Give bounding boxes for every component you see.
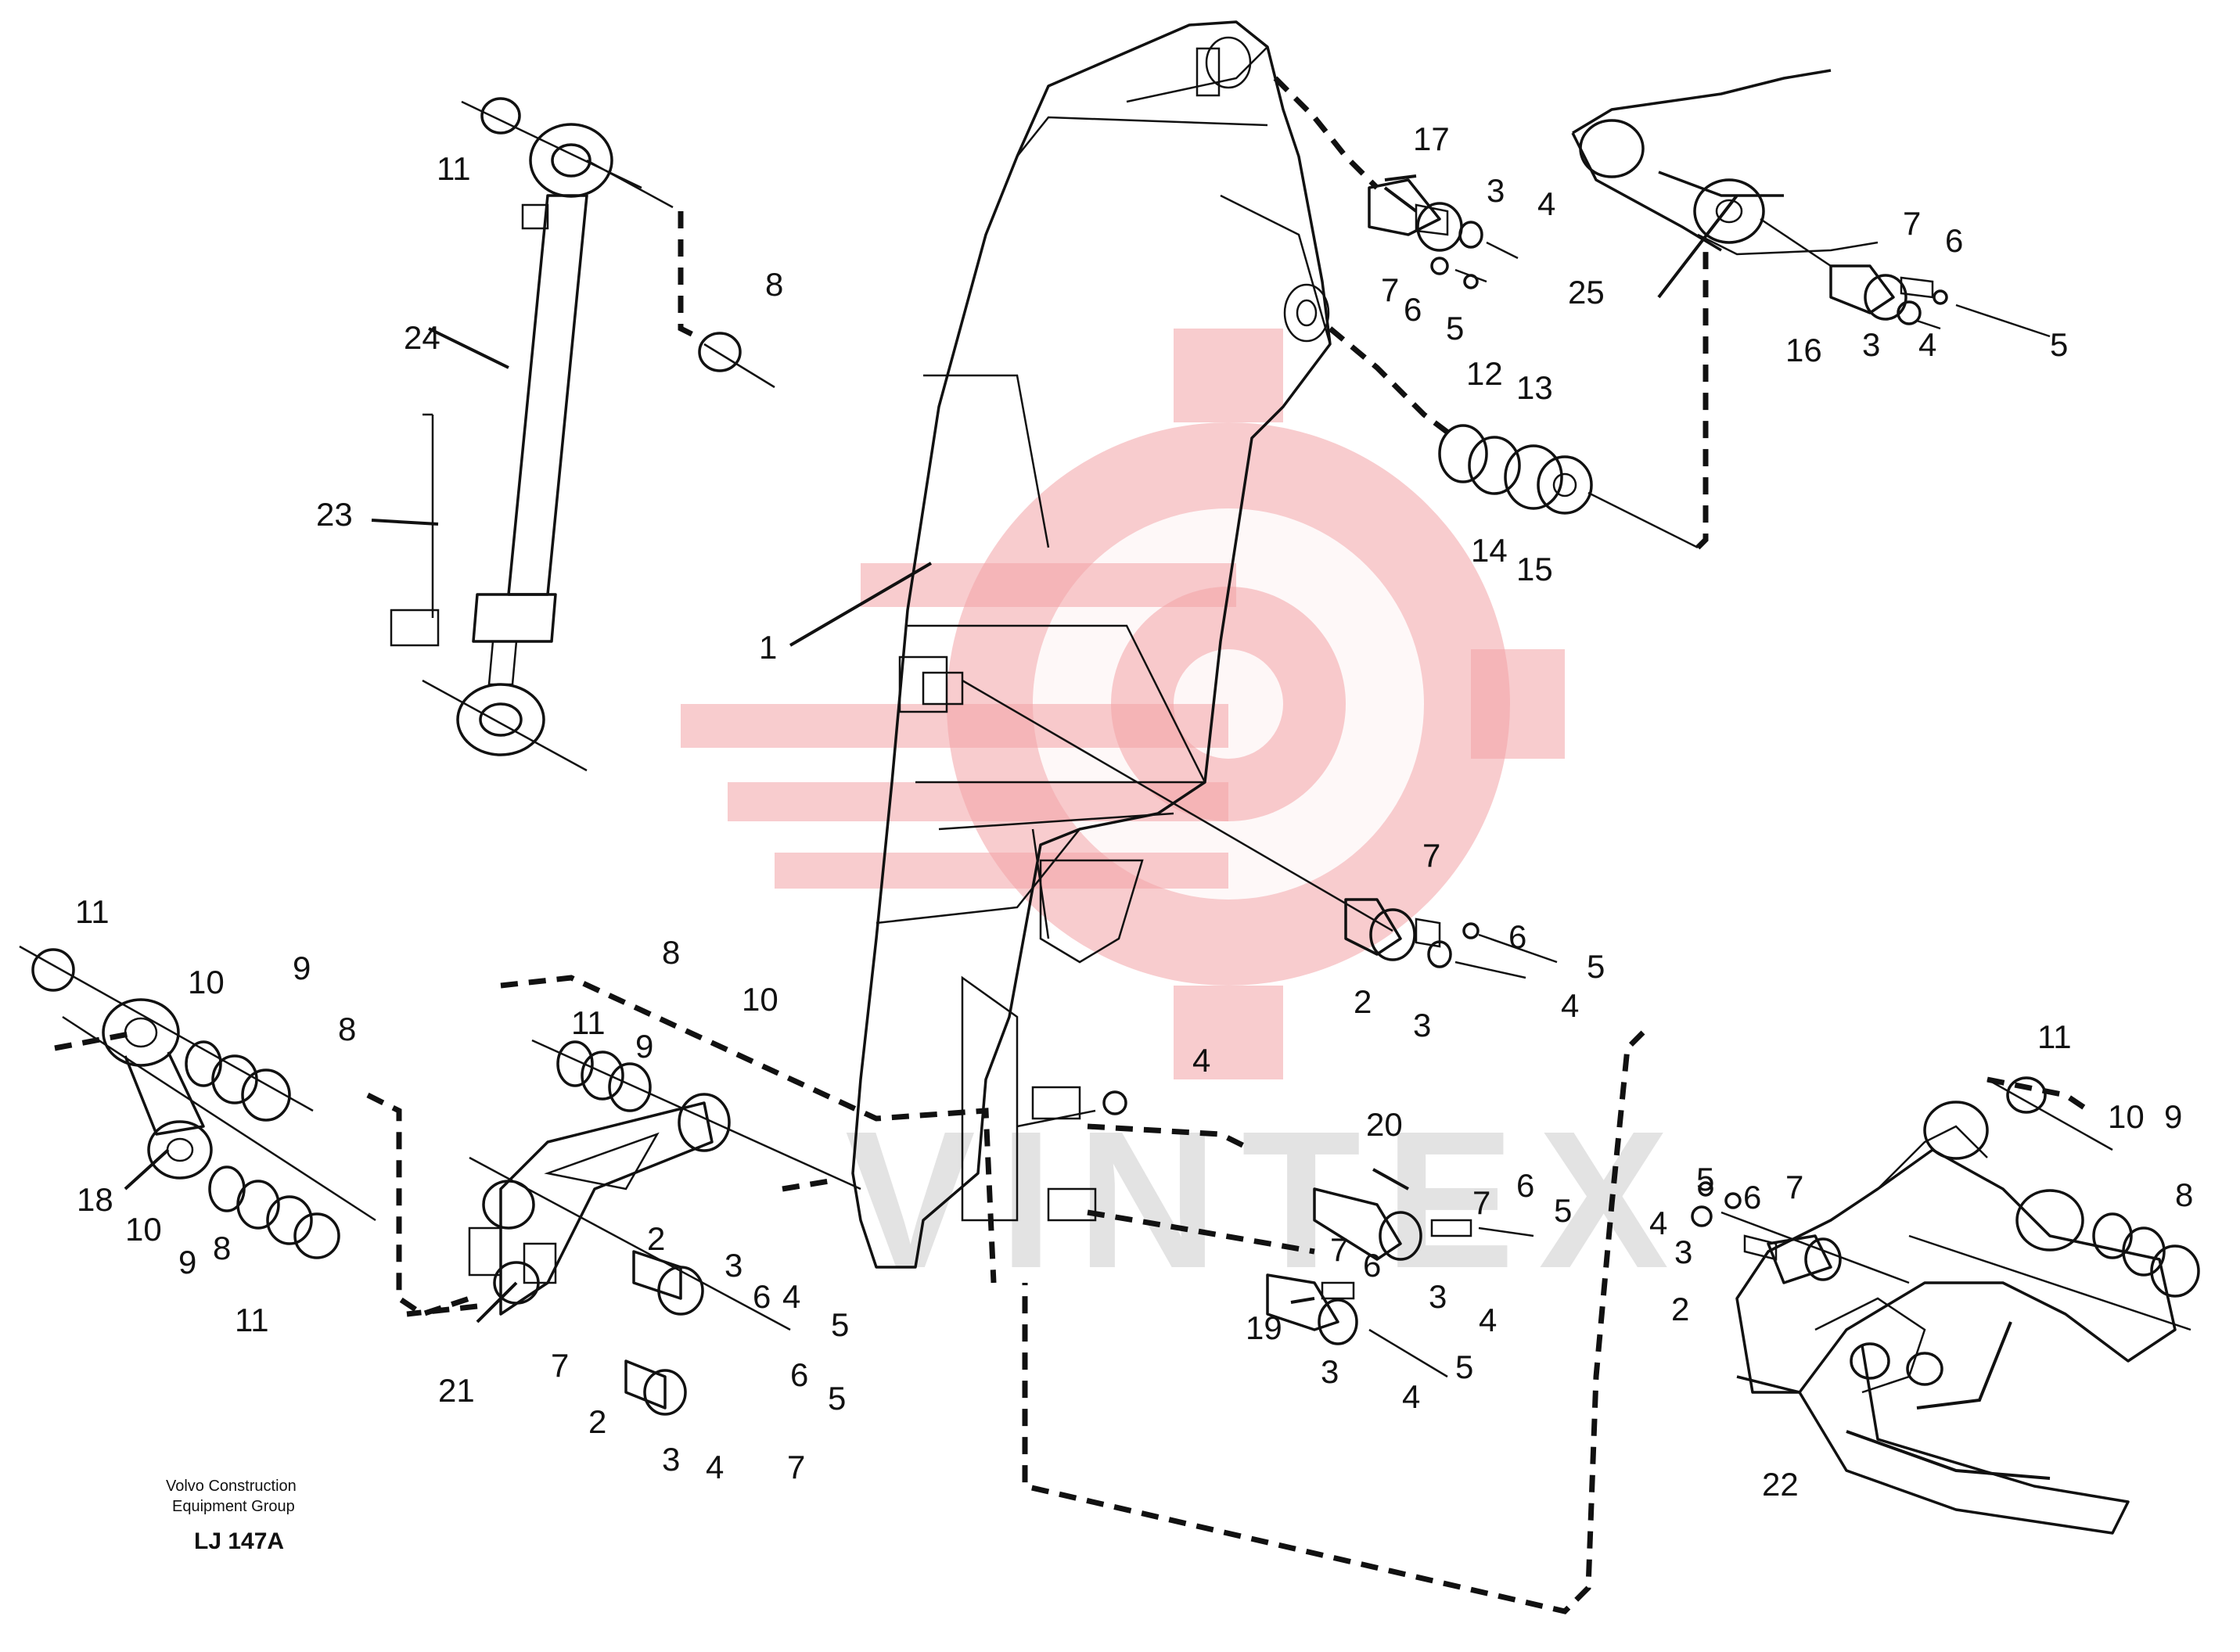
callout-24: 24 (404, 319, 440, 356)
callout-6: 6 (1404, 291, 1422, 328)
callout-6: 6 (1945, 222, 1963, 259)
callout-3: 3 (1413, 1007, 1431, 1043)
callout-11: 11 (75, 893, 110, 930)
callout-5: 5 (1696, 1161, 1714, 1198)
callout-7: 7 (1422, 837, 1440, 874)
bucket-part-22 (1022, 1030, 2200, 1614)
drawing-code: LJ 147A (194, 1528, 284, 1554)
callout-4: 4 (706, 1449, 724, 1485)
callout-4: 4 (1192, 1042, 1210, 1079)
callout-8: 8 (765, 266, 783, 303)
callout-10: 10 (188, 964, 225, 1000)
callout-9: 9 (635, 1028, 653, 1065)
cylinder-part-24 (390, 97, 775, 772)
callout-4: 4 (1649, 1205, 1667, 1241)
callout-4: 4 (1479, 1302, 1497, 1338)
callout-7: 7 (1785, 1169, 1803, 1205)
callout-6: 6 (1508, 918, 1526, 955)
callout-4: 4 (1402, 1378, 1420, 1415)
callout-3: 3 (1321, 1353, 1339, 1390)
callout-8: 8 (338, 1011, 356, 1047)
callout-7: 7 (1330, 1231, 1348, 1268)
callout-8: 8 (662, 934, 680, 971)
callout-10: 10 (742, 981, 778, 1018)
callout-6: 6 (753, 1278, 771, 1315)
drawing-caption: Volvo Construction Equipment Group LJ 14… (166, 1478, 297, 1554)
callout-7: 7 (551, 1347, 569, 1384)
callout-11: 11 (235, 1302, 269, 1338)
callout-3: 3 (1862, 326, 1880, 363)
callout-6: 6 (790, 1356, 808, 1393)
callout-5: 5 (828, 1380, 846, 1417)
callout-4: 4 (782, 1278, 800, 1315)
callout-7: 7 (787, 1449, 805, 1485)
callout-22: 22 (1762, 1466, 1799, 1503)
callout-2: 2 (1354, 983, 1372, 1020)
callout-6: 6 (1516, 1167, 1534, 1204)
callout-2: 2 (588, 1403, 606, 1440)
link-assembly-parts-18-21 (19, 945, 997, 1416)
callout-labels: 1 2 2 2 2 3 3 3 3 3 3 3 3 4 4 4 4 4 4 4 … (75, 120, 2193, 1503)
callout-5: 5 (1446, 310, 1464, 347)
callout-6: 6 (1363, 1247, 1381, 1284)
callout-3: 3 (662, 1441, 680, 1478)
callout-2: 2 (647, 1220, 665, 1257)
boom-end-part-25 (1571, 69, 2051, 338)
callout-7: 7 (1381, 271, 1399, 308)
pin-group-center (962, 679, 1558, 1378)
callout-25: 25 (1568, 274, 1605, 311)
callout-1: 1 (759, 629, 777, 666)
callout-9: 9 (293, 950, 311, 986)
callout-4: 4 (1918, 326, 1936, 363)
callout-11: 11 (571, 1004, 606, 1041)
company-line-1: Volvo Construction (166, 1478, 297, 1495)
leader-lines (124, 174, 2051, 1480)
callout-4: 4 (1561, 987, 1579, 1024)
callout-18: 18 (77, 1181, 113, 1218)
callout-11: 11 (437, 150, 471, 187)
callout-3: 3 (1674, 1234, 1692, 1270)
watermark-logo (681, 329, 1565, 1079)
callout-5: 5 (831, 1306, 849, 1343)
callout-12: 12 (1466, 355, 1503, 392)
callout-4: 4 (1537, 185, 1555, 222)
pin-group-upper-right (1273, 76, 1709, 550)
callout-2: 2 (1671, 1291, 1689, 1327)
callout-20: 20 (1366, 1106, 1403, 1143)
callout-19: 19 (1246, 1309, 1282, 1346)
callout-3: 3 (724, 1247, 742, 1284)
callout-9: 9 (2164, 1098, 2182, 1135)
callout-16: 16 (1785, 332, 1822, 368)
callout-10: 10 (2108, 1098, 2145, 1135)
callout-5: 5 (2050, 326, 2068, 363)
callout-5: 5 (1587, 948, 1605, 985)
callout-23: 23 (316, 496, 353, 533)
callout-7: 7 (1472, 1184, 1490, 1221)
company-line-2: Equipment Group (172, 1498, 295, 1515)
callout-8: 8 (2175, 1176, 2193, 1213)
callout-14: 14 (1471, 532, 1508, 569)
callout-5: 5 (1554, 1192, 1572, 1229)
callout-3: 3 (1429, 1278, 1447, 1315)
callout-9: 9 (178, 1244, 196, 1280)
arm-part-1 (851, 20, 1332, 1269)
callout-17: 17 (1413, 120, 1450, 157)
callout-11: 11 (2037, 1018, 2072, 1055)
callout-21: 21 (438, 1372, 475, 1409)
callout-15: 15 (1516, 551, 1553, 587)
callout-3: 3 (1487, 172, 1505, 209)
callout-7: 7 (1903, 205, 1921, 242)
callout-8: 8 (213, 1230, 231, 1266)
callout-6: 6 (1743, 1179, 1761, 1216)
callout-5: 5 (1455, 1349, 1473, 1385)
callout-10: 10 (125, 1211, 162, 1248)
callout-13: 13 (1516, 369, 1553, 406)
